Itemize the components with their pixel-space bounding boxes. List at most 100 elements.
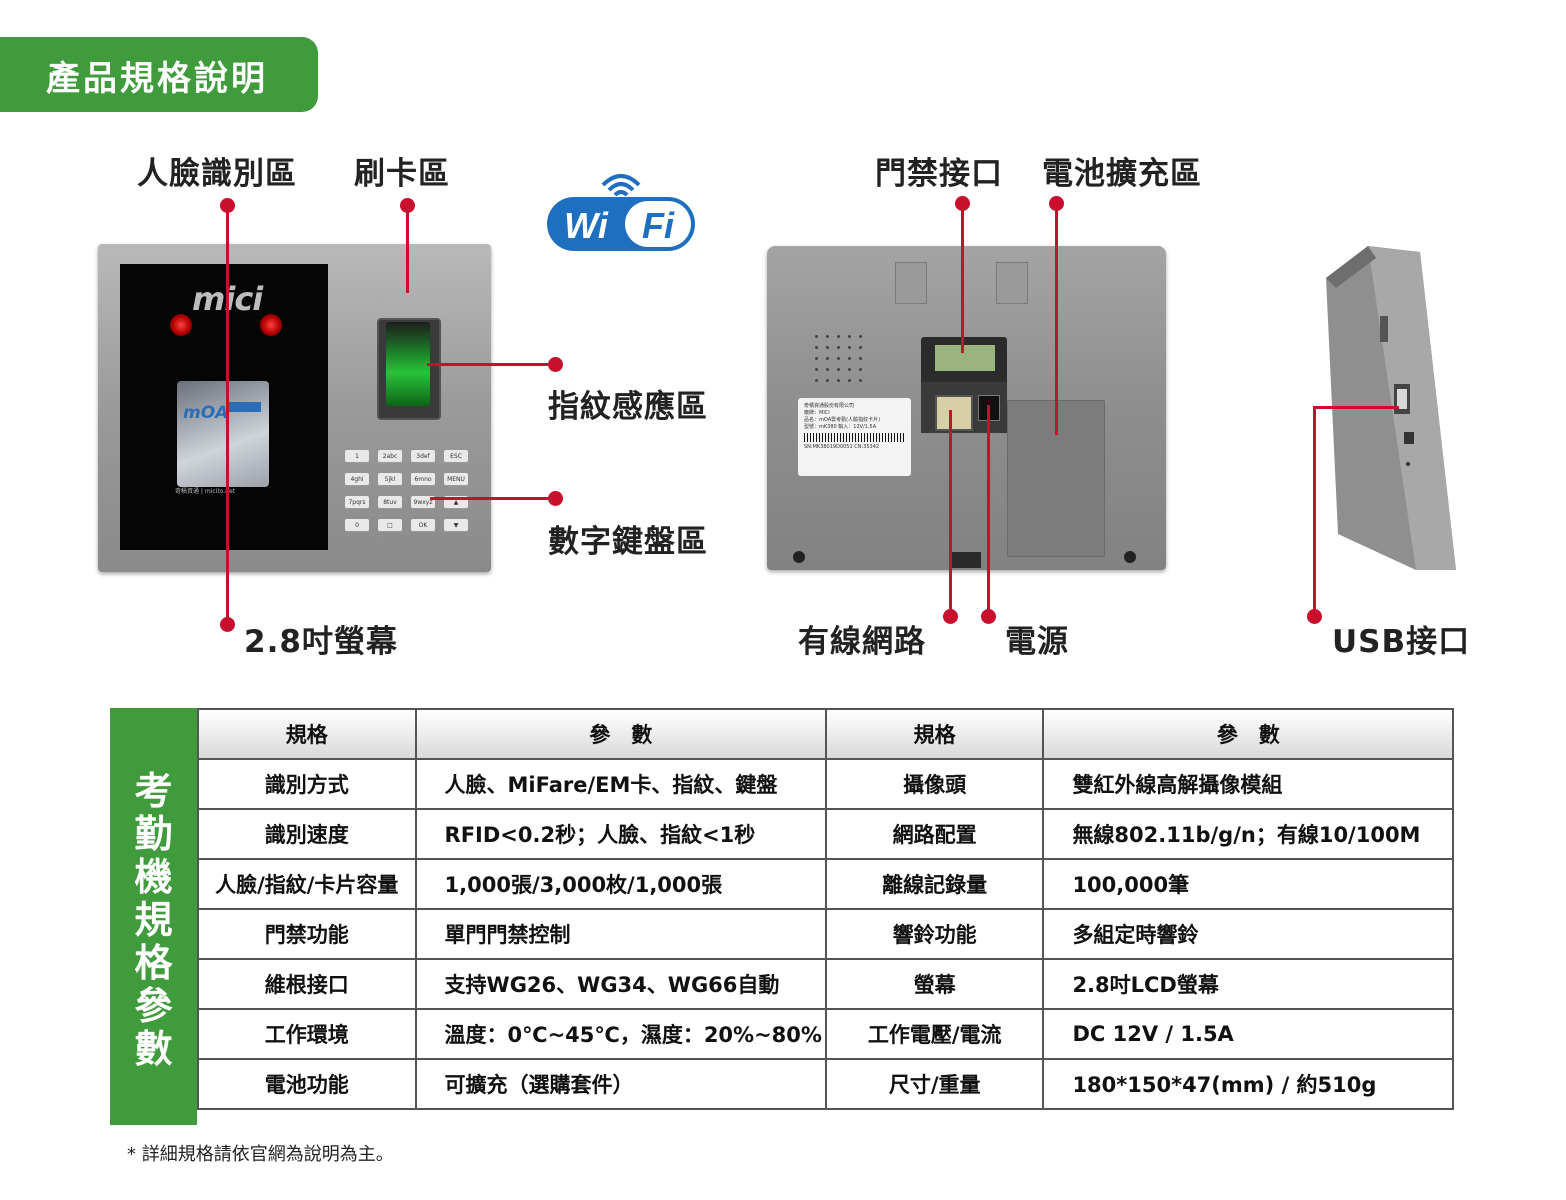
speaker-hole	[837, 368, 840, 371]
callout-card-reader: 刷卡區	[354, 156, 450, 192]
barcode-icon	[804, 433, 905, 442]
speaker-hole	[837, 346, 840, 349]
spec-name-cell: 螢幕	[824, 958, 1045, 1010]
spec-value-cell: 2.8吋LCD螢幕	[1042, 958, 1454, 1010]
keypad-key: 4ghi	[345, 473, 369, 486]
bottom-slot-icon	[949, 552, 981, 568]
keypad-key: 1	[345, 450, 369, 463]
back-mount-tab-icon	[996, 262, 1028, 304]
spec-header-cell: 參 數	[1042, 708, 1454, 760]
fingerprint-sensor-icon	[386, 322, 430, 406]
door-terminal-block-icon	[935, 345, 995, 371]
sticker-line: 型號：mK380 輸入：12V/1.5A	[804, 424, 877, 430]
sticker-line: 廠牌：MICI	[804, 410, 830, 416]
spec-header-row: 規格 參 數 規格 參 數	[197, 708, 1454, 760]
spec-table: 規格 參 數 規格 參 數 識別方式 人臉、MiFare/EM卡、指紋、鍵盤 攝…	[197, 708, 1454, 1110]
speaker-hole	[837, 335, 840, 338]
card-badge-icon	[227, 402, 261, 412]
keypad-key: 8tuv	[378, 496, 402, 509]
table-row: 人臉/指紋/卡片容量 1,000張/3,000枚/1,000張 離線記錄量 10…	[197, 858, 1454, 910]
spec-value-cell: 人臉、MiFare/EM卡、指紋、鍵盤	[414, 758, 827, 810]
wifi-logo-left-text: Wi	[564, 205, 609, 246]
speaker-hole	[859, 346, 862, 349]
callout-fingerprint: 指紋感應區	[548, 389, 708, 425]
speaker-hole	[848, 346, 851, 349]
table-row: 工作環境 溫度：0℃~45℃，濕度：20%~80% 工作電壓/電流 DC 12V…	[197, 1008, 1454, 1060]
table-row: 門禁功能 單門門禁控制 響鈴功能 多組定時響鈴	[197, 908, 1454, 960]
device-screen-card: mOA	[177, 381, 269, 487]
leader-line-usb	[1313, 406, 1316, 610]
speaker-hole	[859, 335, 862, 338]
section-title: 產品規格說明	[46, 59, 268, 99]
spec-name-cell: 人臉/指紋/卡片容量	[197, 858, 417, 910]
rubber-foot-icon	[793, 551, 805, 563]
speaker-hole	[826, 346, 829, 349]
table-row: 識別速度 RFID<0.2秒；人臉、指紋<1秒 網路配置 無線802.11b/g…	[197, 808, 1454, 860]
speaker-hole	[826, 379, 829, 382]
leader-line-face-screen	[226, 205, 229, 625]
callout-keypad: 數字鍵盤區	[548, 524, 708, 560]
speaker-grille-icon	[815, 335, 865, 385]
keypad-key: 2abc	[378, 450, 402, 463]
table-row: 識別方式 人臉、MiFare/EM卡、指紋、鍵盤 攝像頭 雙紅外線高解攝像模組	[197, 758, 1454, 810]
keypad-key: MENU	[444, 473, 468, 486]
speaker-hole	[826, 357, 829, 360]
spec-value-cell: 無線802.11b/g/n；有線10/100M	[1042, 808, 1454, 860]
speaker-hole	[859, 379, 862, 382]
card-brand: mOA	[183, 403, 229, 423]
callout-power: 電源	[1005, 624, 1069, 660]
spec-side-title-char: 數	[134, 1027, 173, 1071]
leader-line-usb-horizontal	[1313, 406, 1399, 409]
leader-dot-door	[955, 196, 970, 211]
spec-name-cell: 網路配置	[824, 808, 1045, 860]
sticker-line: SN:MK38019D0051 CN:35342	[804, 444, 880, 450]
spec-value-cell: 多組定時響鈴	[1042, 908, 1454, 960]
callout-battery-area: 電池擴充區	[1042, 156, 1202, 192]
leader-dot-power	[981, 609, 996, 624]
spec-name-cell: 工作電壓/電流	[824, 1008, 1045, 1060]
speaker-hole	[815, 335, 818, 338]
keypad-key: ESC	[444, 450, 468, 463]
spec-name-cell: 尺寸/重量	[824, 1058, 1045, 1110]
leader-line-battery	[1055, 205, 1058, 435]
speaker-hole	[837, 379, 840, 382]
keypad-key: □	[378, 519, 402, 532]
leader-dot-battery	[1049, 196, 1064, 211]
spec-side-title-char: 規	[134, 898, 173, 942]
keypad-key: OK	[411, 519, 435, 532]
leader-line-keypad	[430, 497, 555, 500]
speaker-hole	[815, 346, 818, 349]
speaker-hole	[815, 357, 818, 360]
spec-side-title-char: 格	[134, 941, 173, 985]
callout-door-interface: 門禁接口	[875, 156, 1003, 192]
speaker-hole	[815, 368, 818, 371]
spec-name-cell: 攝像頭	[824, 758, 1045, 810]
leader-dot-keypad	[548, 491, 563, 506]
ir-sensor-left-icon	[170, 314, 192, 336]
spec-value-cell: 100,000筆	[1042, 858, 1454, 910]
spec-value-cell: 溫度：0℃~45℃，濕度：20%~80%	[414, 1008, 827, 1060]
callout-screen: 2.8吋螢幕	[244, 624, 398, 660]
wifi-logo-right-text: Fi	[642, 205, 675, 246]
device-screen-footer: 奇積資通 | micito.net	[175, 488, 235, 495]
leader-line-card	[406, 205, 409, 293]
spec-value-cell: RFID<0.2秒；人臉、指紋<1秒	[414, 808, 827, 860]
spec-side-title-char: 參	[134, 984, 173, 1028]
spec-side-title-char: 機	[134, 855, 173, 899]
spec-name-cell: 電池功能	[197, 1058, 417, 1110]
spec-value-cell: 單門門禁控制	[414, 908, 827, 960]
ethernet-port-icon	[935, 395, 973, 431]
device-label-sticker: 奇積資通股份有限公司 廠牌：MICI 品名：mOA雲考勤(人臉指紋卡片) 型號：…	[798, 398, 911, 476]
speaker-hole	[826, 368, 829, 371]
speaker-hole	[837, 357, 840, 360]
spec-name-cell: 識別方式	[197, 758, 417, 810]
leader-dot-network	[943, 609, 958, 624]
keypad-key: ▼	[444, 519, 468, 532]
leader-dot-face	[220, 198, 235, 213]
keypad-key: 6mno	[411, 473, 435, 486]
speaker-hole	[859, 357, 862, 360]
wifi-logo-icon: Wi Fi	[545, 163, 697, 253]
table-row: 電池功能 可擴充（選購套件） 尺寸/重量 180*150*47(mm) / 約5…	[197, 1058, 1454, 1110]
spec-header-cell: 規格	[824, 708, 1045, 760]
